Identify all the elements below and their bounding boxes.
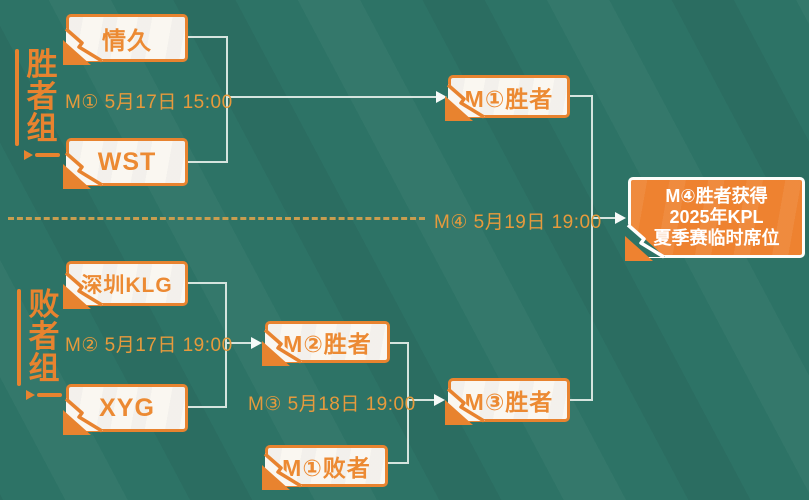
bracket-node-m1-loser: M①败者 xyxy=(262,445,388,490)
winners-group-label: 胜 者 组 xyxy=(15,49,60,160)
team-name: 深圳KLG xyxy=(81,273,173,297)
group-label-chars: 败 者 组 xyxy=(26,289,62,400)
slot-label: M①败者 xyxy=(282,455,371,481)
losers-group-label: 败 者 组 xyxy=(17,289,62,400)
team-name: 情久 xyxy=(102,27,152,55)
bracket-node-xyg: XYG xyxy=(63,384,188,435)
connector-line xyxy=(225,282,227,408)
group-label-bar xyxy=(15,49,19,146)
arrow-icon xyxy=(436,91,447,103)
connector-line xyxy=(390,342,409,344)
prize-line: 夏季赛临时席位 xyxy=(653,228,780,248)
group-char: 组 xyxy=(26,111,58,146)
slot-label: M①胜者 xyxy=(464,85,554,112)
slot-label: M②胜者 xyxy=(283,331,372,357)
connector-line xyxy=(188,161,228,163)
corner-notch-icon xyxy=(445,83,485,121)
connector-line xyxy=(591,217,615,219)
group-underline-decoration xyxy=(24,150,60,160)
bracket-node-m3-winner: M③胜者 xyxy=(445,378,570,425)
group-label-chars: 胜 者 组 xyxy=(24,49,60,160)
connector-line xyxy=(188,282,227,284)
underline-bar xyxy=(35,153,60,157)
match-label-m2: M② 5月17日 19:00 xyxy=(65,335,233,356)
bracket-node-qingjiu: 情久 xyxy=(63,14,188,65)
underline-bar xyxy=(37,393,62,397)
team-name: WST xyxy=(97,147,157,176)
connector-line xyxy=(188,406,227,408)
corner-notch-icon xyxy=(63,27,103,65)
corner-notch-icon xyxy=(445,387,485,425)
bracket-node-m2-winner: M②胜者 xyxy=(262,321,390,366)
corner-notch-icon xyxy=(625,223,665,261)
group-divider-line xyxy=(8,217,425,220)
arrow-icon xyxy=(434,394,445,406)
slot-label: M③胜者 xyxy=(464,389,554,415)
bracket-node-shenzhen-klg: 深圳KLG xyxy=(63,261,188,309)
connector-line xyxy=(388,462,409,464)
prize-line: 2025年KPL xyxy=(669,207,764,227)
team-name: XYG xyxy=(99,393,155,422)
connector-line xyxy=(226,96,437,98)
corner-notch-icon xyxy=(63,151,103,189)
group-char: 组 xyxy=(28,351,60,386)
bracket-node-m1-winner: M①胜者 xyxy=(445,75,570,121)
connector-line xyxy=(570,95,593,97)
prize-line: M④胜者获得 xyxy=(665,186,768,206)
bracket-node-wst: WST xyxy=(63,138,188,189)
corner-notch-icon xyxy=(63,271,103,309)
group-char: 者 xyxy=(26,79,58,114)
group-underline-decoration xyxy=(26,390,62,400)
match-label-m4: M④ 5月19日 19:00 xyxy=(434,212,602,233)
corner-notch-icon xyxy=(262,328,302,366)
connector-line xyxy=(188,36,228,38)
match-label-m3: M③ 5月18日 19:00 xyxy=(248,394,416,415)
group-label-bar xyxy=(17,289,21,386)
group-char: 胜 xyxy=(26,47,58,82)
connector-line xyxy=(226,36,228,163)
corner-notch-icon xyxy=(63,397,103,435)
arrow-icon xyxy=(251,337,262,349)
corner-notch-icon xyxy=(262,452,302,490)
connector-line xyxy=(570,399,593,401)
final-prize-box: M④胜者获得 2025年KPL 夏季赛临时席位 xyxy=(625,177,805,261)
arrow-icon xyxy=(615,212,626,224)
connector-line xyxy=(407,399,434,401)
connector-line xyxy=(407,342,409,464)
triangle-icon xyxy=(26,390,35,400)
group-char: 者 xyxy=(28,319,60,354)
triangle-icon xyxy=(24,150,33,160)
group-char: 败 xyxy=(28,287,60,322)
connector-line xyxy=(591,95,593,401)
connector-line xyxy=(225,342,251,344)
match-label-m1: M① 5月17日 15:00 xyxy=(65,92,233,113)
